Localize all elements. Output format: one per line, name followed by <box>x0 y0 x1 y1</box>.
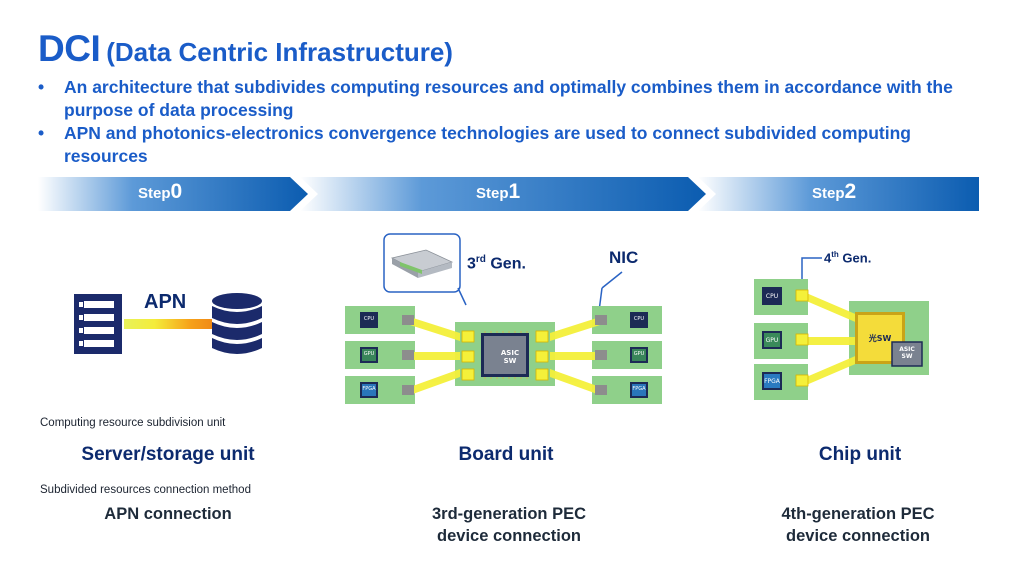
chip-label-gpu: GPU <box>363 351 375 357</box>
step-band <box>38 177 979 211</box>
step0-arrow <box>38 177 308 211</box>
gen-suffix: rd <box>475 254 486 265</box>
chip-label-gpu: GPU <box>765 337 779 344</box>
step-word: Step <box>138 185 171 202</box>
method-line1: 3rd-generation PEC <box>431 505 587 523</box>
chip-label-cpu: CPU <box>633 316 645 322</box>
step2-diagram: CPU GPU FPGA 光SW ASIC SW <box>752 246 942 406</box>
step0-label: Step0 <box>138 180 182 204</box>
gen-number: 3 <box>467 255 476 273</box>
step1-label: Step1 <box>476 180 520 204</box>
title-sub: (Data Centric Infrastructure) <box>106 37 453 67</box>
step1-diagram: ASIC SW CPU GPU FPGA CPU GPU FPGA <box>340 232 670 412</box>
gen-word: Gen. <box>490 255 526 273</box>
chip-label-gpu: GPU <box>633 351 645 357</box>
bullet-text: APN and photonics-electronics convergenc… <box>64 123 911 166</box>
gen4-label: 4th Gen. <box>824 250 871 265</box>
bullet-text: An architecture that subdivides computin… <box>64 77 953 120</box>
method-apn: APN connection <box>68 503 268 525</box>
asic-chip <box>481 331 529 379</box>
gen-word: Gen. <box>842 250 872 266</box>
unit-server-storage: Server/storage unit <box>81 444 255 465</box>
step-number: 1 <box>508 180 521 203</box>
server-icon <box>74 294 122 354</box>
nic-label: NIC <box>609 248 639 267</box>
step1-arrow <box>300 177 706 211</box>
connection-method-caption: Subdivided resources connection method <box>40 484 251 496</box>
step-word: Step <box>812 185 845 202</box>
bullet-item: • APN and photonics-electronics convergen… <box>38 122 988 168</box>
method-line2: device connection <box>786 527 930 545</box>
asic-line2: SW <box>901 353 913 360</box>
page-title: DCI(Data Centric Infrastructure) <box>38 28 453 70</box>
apn-link <box>124 319 212 329</box>
unit-board: Board unit <box>458 444 554 465</box>
apn-label: APN <box>144 291 187 313</box>
step-number: 0 <box>170 180 183 203</box>
bullet-list: • An architecture that subdivides computi… <box>38 76 988 168</box>
method-line2: device connection <box>437 527 581 545</box>
method-pec4: 4th-generation PEC device connection <box>748 503 968 547</box>
chip-label-fpga: FPGA <box>362 386 376 392</box>
method-pec3: 3rd-generation PEC device connection <box>399 503 619 547</box>
asic-line2: SW <box>503 357 517 365</box>
gen-number: 4 <box>824 250 832 266</box>
method-line1: APN connection <box>104 505 232 523</box>
subdivision-unit-caption: Computing resource subdivision unit <box>40 417 226 429</box>
asic-line1: ASIC <box>899 346 915 353</box>
storage-icon <box>212 293 262 354</box>
gen3-label: 3rd Gen. <box>467 254 526 273</box>
step-number: 2 <box>844 180 857 203</box>
method-line1: 4th-generation PEC <box>781 505 935 523</box>
optical-switch-label: 光SW <box>868 334 892 343</box>
step-word: Step <box>476 185 509 202</box>
bullet-marker: • <box>38 123 45 143</box>
chip-label-fpga: FPGA <box>632 386 646 392</box>
bullet-marker: • <box>38 77 45 97</box>
step2-arrow <box>698 177 979 211</box>
unit-chip: Chip unit <box>818 444 902 465</box>
title-main: DCI <box>38 28 101 69</box>
asic-label: ASIC SW <box>892 346 922 360</box>
gen-suffix: th <box>831 250 839 259</box>
asic-line1: ASIC <box>500 349 520 357</box>
chip-label-fpga: FPGA <box>764 378 780 385</box>
chip-label-cpu: CPU <box>363 316 375 322</box>
bullet-item: • An architecture that subdivides computi… <box>38 76 988 122</box>
asic-label: ASIC SW <box>500 349 520 365</box>
step0-diagram <box>70 288 270 358</box>
step2-label: Step2 <box>812 180 856 204</box>
chip-label-cpu: CPU <box>765 293 779 300</box>
pec-device-icon <box>390 249 454 278</box>
